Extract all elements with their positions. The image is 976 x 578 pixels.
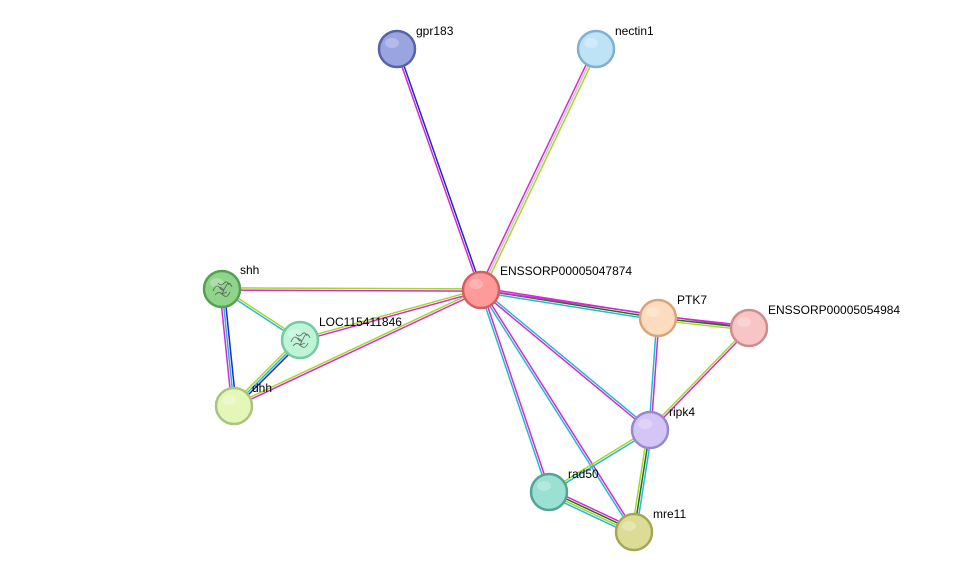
node-ptk7[interactable]: PTK7 bbox=[638, 293, 707, 338]
node-label: ripk4 bbox=[669, 405, 695, 419]
edge-evidence-line bbox=[480, 48, 597, 291]
node-highlight bbox=[622, 521, 636, 531]
edge-evidence-line bbox=[233, 288, 481, 406]
edge-enssorp00005047874-mre11[interactable] bbox=[479, 289, 636, 533]
edge-shh-dhh[interactable] bbox=[219, 288, 237, 407]
edge-evidence-line bbox=[397, 48, 483, 290]
node-label: dhh bbox=[252, 381, 272, 395]
edge-evidence-line bbox=[549, 430, 651, 494]
edge-evidence-line bbox=[395, 49, 481, 291]
edge-evidence-line bbox=[299, 288, 481, 340]
edge-enssorp00005047874-ripk4[interactable] bbox=[479, 288, 652, 432]
node-highlight bbox=[469, 279, 483, 289]
node-circle[interactable] bbox=[377, 29, 417, 69]
node-circle[interactable] bbox=[576, 29, 616, 69]
node-mre11[interactable]: mre11 bbox=[614, 507, 686, 552]
edge-enssorp00005047874-ptk7[interactable] bbox=[480, 287, 659, 321]
edge-evidence-line bbox=[222, 287, 482, 290]
edge-ripk4-rad50[interactable] bbox=[548, 428, 651, 494]
protein-structure-icon bbox=[290, 332, 311, 348]
edge-evidence-line bbox=[548, 428, 650, 492]
node-circle[interactable] bbox=[638, 298, 678, 338]
node-enssorp00005047874[interactable]: ENSSORP00005047874 bbox=[461, 264, 632, 310]
edge-enssorp00005047874-enssorp00005054984[interactable] bbox=[480, 289, 750, 329]
node-label: rad50 bbox=[568, 467, 599, 481]
edge-enssorp00005047874-dhh[interactable] bbox=[233, 288, 482, 408]
edge-evidence-line bbox=[223, 288, 237, 406]
protein-structure-icon bbox=[212, 281, 233, 297]
node-label: LOC115411846 bbox=[319, 315, 402, 329]
node-circle[interactable] bbox=[729, 308, 769, 348]
edge-evidence-line bbox=[234, 290, 482, 408]
node-gpr183[interactable]: gpr183 bbox=[377, 24, 454, 69]
node-label: ENSSORP00005054984 bbox=[768, 303, 900, 317]
node-circle[interactable] bbox=[614, 512, 654, 552]
node-highlight bbox=[737, 317, 751, 327]
edge-evidence-line bbox=[481, 288, 652, 430]
edge-enssorp00005047874-nectin1[interactable] bbox=[478, 47, 599, 292]
edge-enssorp00005047874-rad50[interactable] bbox=[479, 289, 551, 493]
edge-enssorp00005047874-loc115411846[interactable] bbox=[299, 288, 482, 342]
edge-evidence-line bbox=[478, 47, 595, 290]
node-highlight bbox=[222, 395, 236, 405]
edge-evidence-line bbox=[479, 290, 634, 533]
node-highlight bbox=[584, 38, 598, 48]
edge-evidence-line bbox=[481, 289, 551, 492]
node-label: gpr183 bbox=[416, 24, 454, 38]
node-circle[interactable] bbox=[630, 410, 670, 450]
edge-evidence-line bbox=[480, 289, 750, 329]
node-nectin1[interactable]: nectin1 bbox=[576, 24, 654, 69]
node-label: ENSSORP00005047874 bbox=[500, 264, 632, 278]
edge-evidence-line bbox=[648, 326, 749, 430]
node-ripk4[interactable]: ripk4 bbox=[630, 405, 695, 450]
node-circle[interactable] bbox=[529, 472, 569, 512]
node-circle[interactable] bbox=[461, 270, 501, 310]
node-loc115411846[interactable]: LOC115411846 bbox=[280, 315, 402, 360]
node-rad50[interactable]: rad50 bbox=[529, 467, 599, 512]
node-label: mre11 bbox=[653, 507, 686, 521]
edge-evidence-line bbox=[480, 291, 658, 321]
node-highlight bbox=[288, 329, 302, 339]
node-label: nectin1 bbox=[615, 24, 654, 38]
nodes-layer: ENSSORP00005047874 gpr183 nectin1 shhLOC115… bbox=[202, 24, 900, 552]
node-highlight bbox=[638, 419, 652, 429]
edge-evidence-line bbox=[219, 289, 233, 407]
node-highlight bbox=[646, 307, 660, 317]
edge-evidence-line bbox=[479, 290, 549, 493]
edge-evidence-line bbox=[482, 49, 599, 292]
edge-evidence-line bbox=[300, 290, 482, 342]
node-label: shh bbox=[240, 263, 259, 277]
edge-enssorp00005054984-ripk4[interactable] bbox=[648, 326, 751, 432]
node-highlight bbox=[210, 278, 224, 288]
edge-evidence-line bbox=[479, 290, 650, 432]
edge-evidence-line bbox=[221, 288, 235, 407]
edge-enssorp00005047874-gpr183[interactable] bbox=[395, 48, 483, 291]
edge-enssorp00005047874-shh[interactable] bbox=[221, 287, 482, 292]
node-circle[interactable] bbox=[214, 386, 254, 426]
edge-evidence-line bbox=[481, 289, 636, 532]
node-dhh[interactable]: dhh bbox=[214, 381, 272, 426]
node-label: PTK7 bbox=[677, 293, 707, 307]
node-highlight bbox=[385, 38, 399, 48]
edge-evidence-line bbox=[221, 289, 481, 292]
edge-evidence-line bbox=[650, 328, 751, 432]
node-shh[interactable]: shh bbox=[202, 263, 259, 309]
node-enssorp00005054984[interactable]: ENSSORP00005054984 bbox=[729, 303, 900, 348]
node-highlight bbox=[537, 481, 551, 491]
